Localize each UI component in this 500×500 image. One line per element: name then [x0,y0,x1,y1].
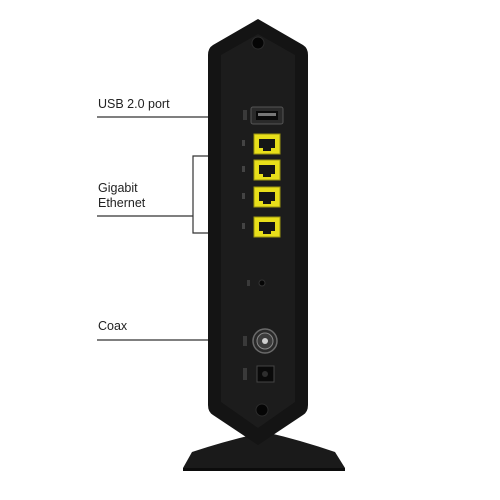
usb-port-label: USB 2.0 port [98,97,170,111]
leader-lines [97,116,218,341]
reset-hole-icon [247,279,266,287]
gigabit-label-line2: Ethernet [98,196,146,210]
power-jack-icon [243,365,275,383]
gigabit-label-line1: Gigabit [98,181,138,195]
coax-connector-icon [243,328,278,354]
ethernet-port-icon [253,186,281,208]
ethernet-ports [242,133,281,238]
ethernet-port-icon [253,159,281,181]
ethernet-port-icon [253,133,281,155]
bottom-screw-hole [255,403,269,417]
top-screw-hole [251,36,265,50]
stand [183,432,345,471]
gigabit-ethernet-label: Gigabit Ethernet [98,181,145,211]
usb-port-icon [243,106,284,125]
gigabit-bracket [192,155,218,234]
ethernet-port-icon [253,216,281,238]
coax-label: Coax [98,319,128,333]
